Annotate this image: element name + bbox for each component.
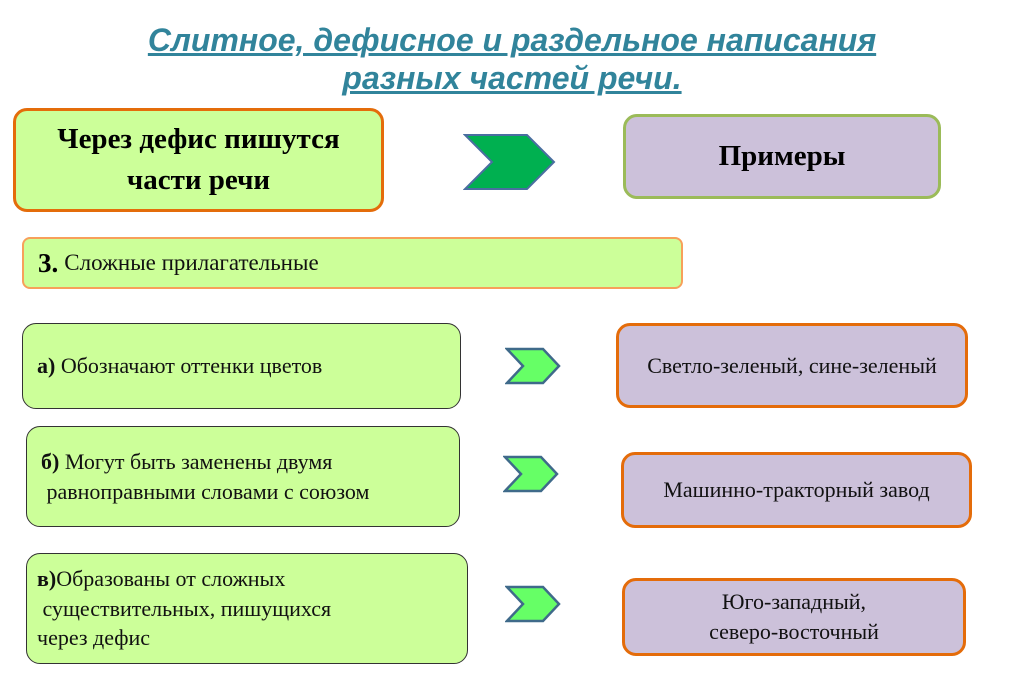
- rule-text-3: через дефис: [37, 625, 151, 651]
- header-left-text: Через дефис пишутся части речи: [57, 123, 340, 196]
- rule-text-2: существительных, пишущихся: [42, 595, 332, 621]
- rule-letter: а): [37, 353, 56, 379]
- rule-letter: б): [41, 448, 60, 474]
- section-label: Сложные прилагательные: [64, 250, 319, 276]
- example-text: Машинно-тракторный завод: [663, 477, 930, 503]
- slide-title-line1: Слитное, дефисное и раздельное написания: [147, 22, 877, 58]
- example-box-b: Машинно-тракторный завод: [621, 452, 972, 528]
- chevron-arrow-icon: [505, 585, 561, 623]
- chevron-arrow-icon: [505, 347, 561, 385]
- rule-box-b: б) Могут быть заменены двумя равноправны…: [26, 426, 460, 527]
- chevron-arrow-icon: [503, 455, 559, 493]
- rule-box-a: а) Обозначают оттенки цветов: [22, 323, 461, 409]
- rule-text: Могут быть заменены двумя: [64, 448, 333, 474]
- rule-text: Обозначают оттенки цветов: [60, 353, 323, 379]
- rule-letter: в): [37, 565, 57, 591]
- header-right-text: Примеры: [718, 140, 846, 172]
- rule-text-2: равноправными словами с союзом: [46, 478, 370, 504]
- section-box: 3. Сложные прилагательные: [22, 237, 683, 289]
- section-number: 3.: [38, 247, 59, 278]
- example-box-c: Юго-западный, северо-восточный: [622, 578, 966, 656]
- example-box-a: Светло-зеленый, сине-зеленый: [616, 323, 968, 408]
- chevron-arrow-icon: [463, 133, 556, 191]
- header-right-box: Примеры: [623, 114, 941, 199]
- example-text-2: северо-восточный: [709, 619, 879, 644]
- header-left-box: Через дефис пишутся части речи: [13, 108, 384, 212]
- rule-text: Образованы от сложных: [56, 565, 286, 591]
- example-text: Светло-зеленый, сине-зеленый: [647, 352, 937, 378]
- rule-box-c: в)Образованы от сложных существительных,…: [26, 553, 468, 664]
- slide-title-line2: разных частей речи.: [342, 60, 682, 96]
- example-text: Юго-западный,: [721, 589, 867, 615]
